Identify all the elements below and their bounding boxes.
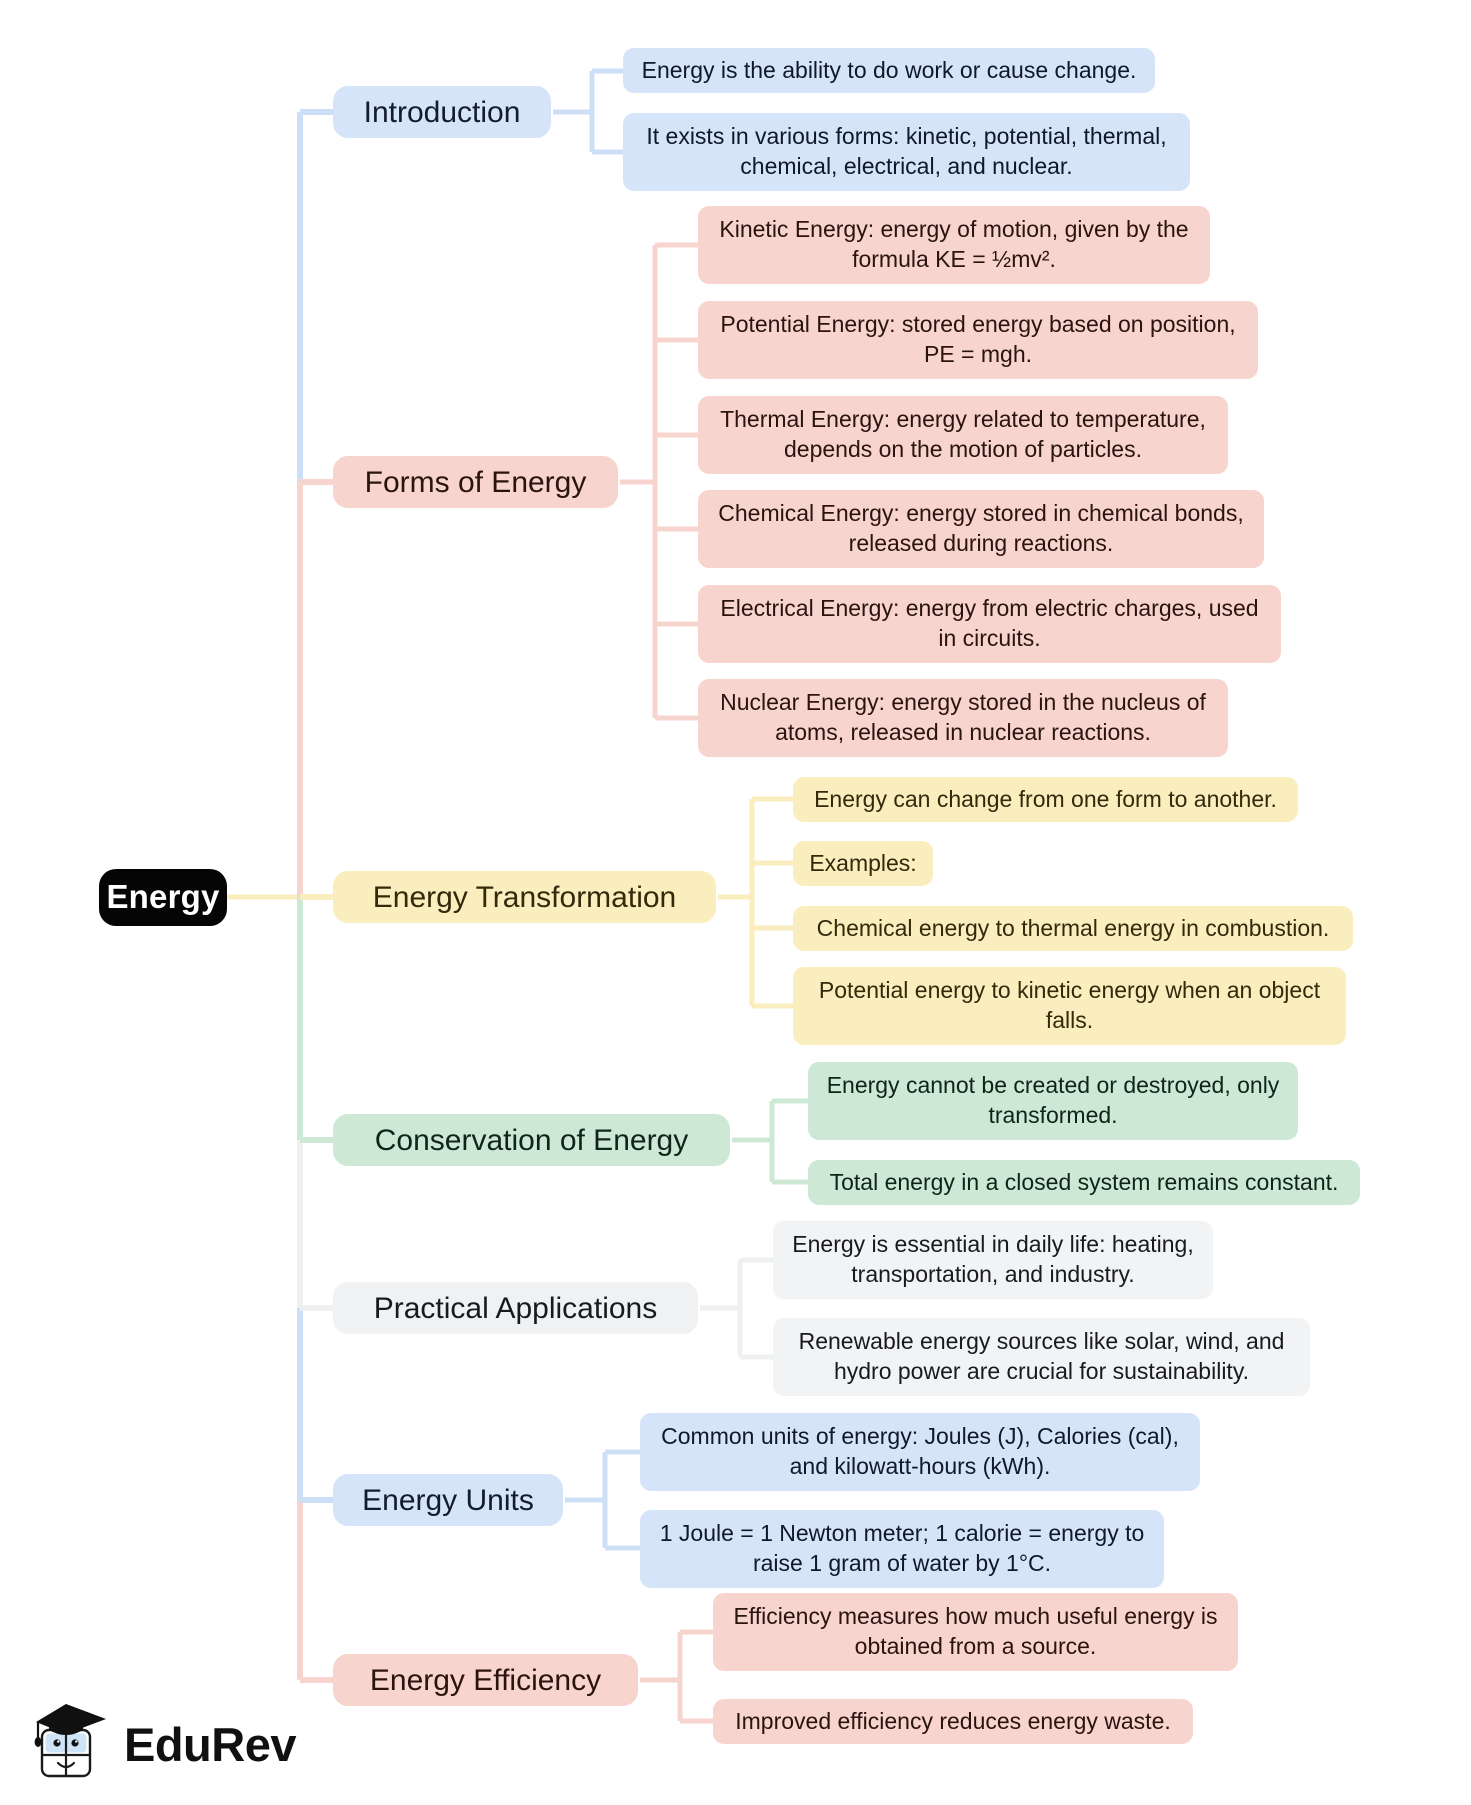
leaf-node[interactable]: Energy is the ability to do work or caus…: [623, 48, 1155, 93]
leaf-label: Renewable energy sources like solar, win…: [798, 1328, 1285, 1384]
leaf-label: Examples:: [809, 849, 917, 876]
leaf-node[interactable]: Potential energy to kinetic energy when …: [793, 967, 1346, 1045]
branch-node-practical-applications[interactable]: Practical Applications: [333, 1282, 698, 1334]
branch-node-introduction[interactable]: Introduction: [333, 86, 551, 138]
leaf-node[interactable]: Electrical Energy: energy from electric …: [698, 585, 1281, 663]
branch-label: Energy Transformation: [372, 880, 677, 914]
branch-node-conservation-of-energy[interactable]: Conservation of Energy: [333, 1114, 730, 1166]
leaf-node[interactable]: It exists in various forms: kinetic, pot…: [623, 113, 1190, 191]
leaf-label: Improved efficiency reduces energy waste…: [735, 1707, 1171, 1734]
leaf-label: Nuclear Energy: energy stored in the nuc…: [720, 689, 1206, 745]
leaf-node[interactable]: Chemical Energy: energy stored in chemic…: [698, 490, 1264, 568]
leaf-label: Chemical energy to thermal energy in com…: [816, 914, 1330, 941]
leaf-node[interactable]: Nuclear Energy: energy stored in the nuc…: [698, 679, 1228, 757]
leaf-node[interactable]: Thermal Energy: energy related to temper…: [698, 396, 1228, 474]
branch-label: Introduction: [363, 95, 521, 129]
root-node-label: Energy: [106, 878, 220, 916]
leaf-label: Common units of energy: Joules (J), Calo…: [661, 1423, 1179, 1479]
branch-label: Forms of Energy: [364, 465, 587, 499]
leaf-label: It exists in various forms: kinetic, pot…: [646, 123, 1167, 179]
branch-label: Energy Units: [362, 1483, 534, 1517]
leaf-node[interactable]: Chemical energy to thermal energy in com…: [793, 906, 1353, 951]
branch-node-energy-units[interactable]: Energy Units: [333, 1474, 563, 1526]
leaf-label: 1 Joule = 1 Newton meter; 1 calorie = en…: [659, 1520, 1145, 1576]
leaf-label: Electrical Energy: energy from electric …: [720, 595, 1259, 651]
leaf-node[interactable]: Kinetic Energy: energy of motion, given …: [698, 206, 1210, 284]
edurev-graduation-cap-book-icon: [34, 1704, 106, 1778]
leaf-label: Potential Energy: stored energy based on…: [720, 311, 1236, 367]
leaf-label: Energy cannot be created or destroyed, o…: [826, 1072, 1280, 1128]
leaf-label: Total energy in a closed system remains …: [829, 1168, 1339, 1195]
leaf-node[interactable]: Examples:: [793, 841, 933, 886]
leaf-node[interactable]: Potential Energy: stored energy based on…: [698, 301, 1258, 379]
branch-node-energy-efficiency[interactable]: Energy Efficiency: [333, 1654, 638, 1706]
edurev-logo-text: EduRev: [124, 1717, 297, 1771]
leaf-node[interactable]: Efficiency measures how much useful ener…: [713, 1593, 1238, 1671]
leaf-node[interactable]: Energy is essential in daily life: heati…: [773, 1221, 1213, 1299]
branch-node-energy-transformation[interactable]: Energy Transformation: [333, 871, 716, 923]
leaf-node[interactable]: Energy cannot be created or destroyed, o…: [808, 1062, 1298, 1140]
leaf-node[interactable]: Common units of energy: Joules (J), Calo…: [640, 1413, 1200, 1491]
leaf-node[interactable]: Energy can change from one form to anoth…: [793, 777, 1298, 822]
leaf-node[interactable]: 1 Joule = 1 Newton meter; 1 calorie = en…: [640, 1510, 1164, 1588]
edurev-logo: EduRev: [30, 1694, 320, 1794]
leaf-node[interactable]: Total energy in a closed system remains …: [808, 1160, 1360, 1205]
root-node[interactable]: Energy: [99, 869, 227, 926]
leaf-label: Kinetic Energy: energy of motion, given …: [719, 216, 1189, 272]
leaf-label: Energy can change from one form to anoth…: [814, 785, 1277, 812]
leaf-label: Efficiency measures how much useful ener…: [733, 1603, 1218, 1659]
leaf-label: Energy is essential in daily life: heati…: [792, 1231, 1194, 1287]
branch-node-forms-of-energy[interactable]: Forms of Energy: [333, 456, 618, 508]
leaf-label: Energy is the ability to do work or caus…: [641, 56, 1137, 83]
branch-label: Energy Efficiency: [369, 1663, 602, 1697]
leaf-node[interactable]: Improved efficiency reduces energy waste…: [713, 1699, 1193, 1744]
branch-label: Practical Applications: [373, 1291, 658, 1325]
leaf-node[interactable]: Renewable energy sources like solar, win…: [773, 1318, 1310, 1396]
leaf-label: Chemical Energy: energy stored in chemic…: [718, 500, 1244, 556]
branch-label: Conservation of Energy: [374, 1123, 689, 1157]
leaf-label: Thermal Energy: energy related to temper…: [720, 406, 1206, 462]
leaf-label: Potential energy to kinetic energy when …: [818, 977, 1321, 1033]
